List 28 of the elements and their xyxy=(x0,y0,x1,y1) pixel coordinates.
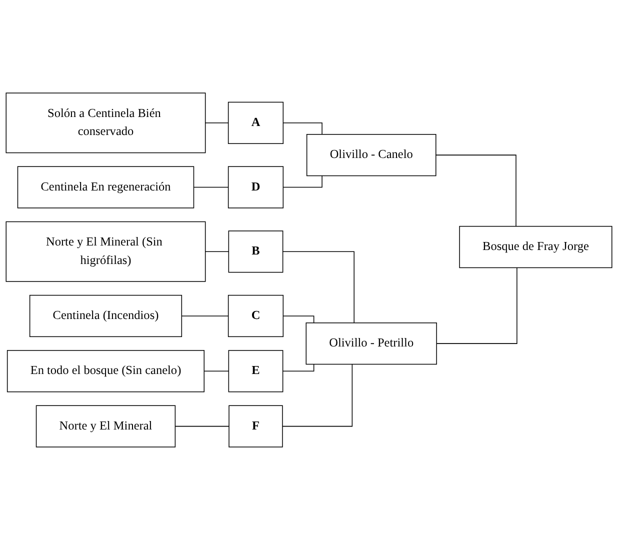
node-box: Norte y El Mineral (Sin higrófilas) xyxy=(6,221,206,282)
connector xyxy=(193,186,229,188)
node-box: E xyxy=(228,350,284,392)
node-box: Centinela (Incendios) xyxy=(29,294,182,338)
node-box: A xyxy=(228,102,284,144)
node-box: B xyxy=(228,230,284,273)
connector xyxy=(282,251,354,324)
connector xyxy=(282,316,314,324)
node-box: F xyxy=(228,405,283,448)
node-box: Centinela En regeneración xyxy=(17,166,194,208)
connector xyxy=(436,267,518,344)
node-box: Solón a Centinela Bién conservado xyxy=(6,92,206,154)
node-box: En todo el bosque (Sin canelo) xyxy=(6,350,205,392)
node-box: Olivillo - Petrillo xyxy=(306,322,437,365)
node-box: C xyxy=(228,294,284,338)
connector xyxy=(282,122,322,135)
connector xyxy=(282,364,314,372)
connector xyxy=(282,364,353,427)
connector xyxy=(174,426,230,427)
node-box: Norte y El Mineral xyxy=(36,405,176,448)
connector xyxy=(282,175,322,188)
connector xyxy=(436,154,516,227)
connector xyxy=(204,370,230,372)
connector xyxy=(204,251,230,252)
node-box: Bosque de Fray Jorge xyxy=(459,226,612,268)
connector xyxy=(204,122,229,124)
node-box: D xyxy=(228,166,284,208)
node-box: Olivillo - Canelo xyxy=(306,134,436,176)
